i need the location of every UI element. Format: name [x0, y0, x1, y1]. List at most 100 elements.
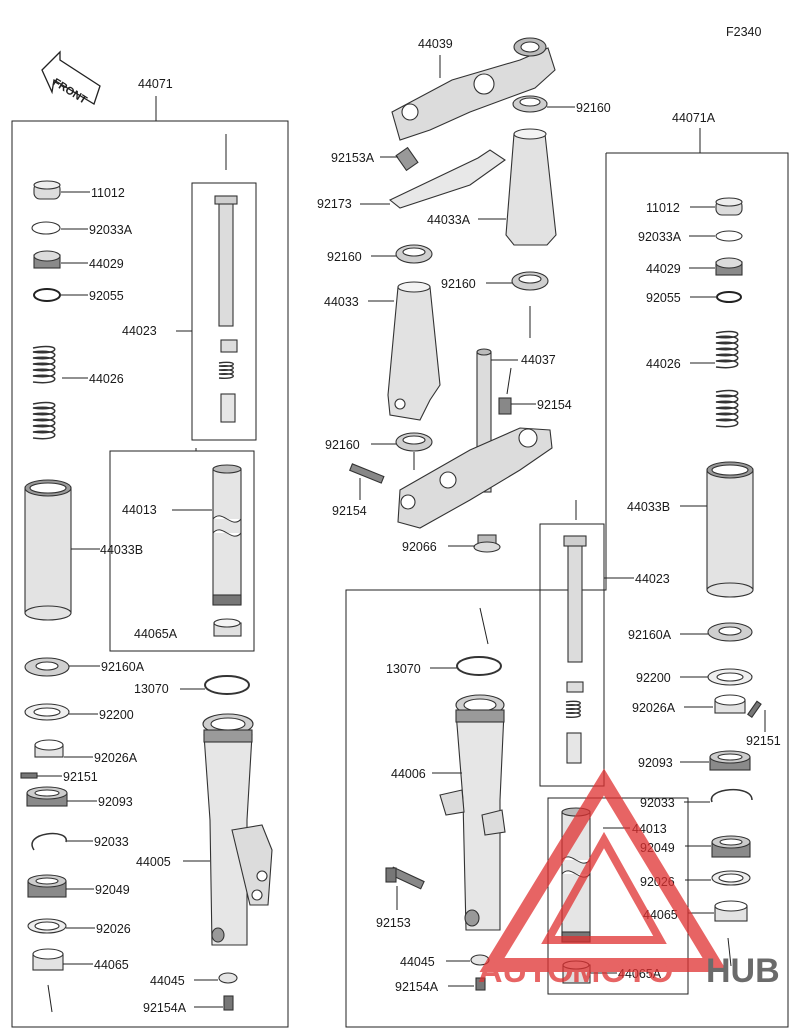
label-13070-left: 13070 [134, 682, 169, 696]
label-92160-mid: 92160 [441, 277, 476, 291]
label-44013-left: 44013 [122, 503, 157, 517]
part-44045-right: 44045 [400, 954, 490, 969]
label-92055: 92055 [89, 289, 124, 303]
label-92033A: 92033A [89, 223, 133, 237]
part-44023-rod-right [563, 535, 587, 764]
label-92160-low: 92160 [325, 438, 360, 452]
right-fork-assembly: 44071A 11012 92033A 44029 92055 [345, 111, 789, 1028]
label-92151-right: 92151 [746, 734, 781, 748]
watermark-logo: AUTO MOTO HUB [478, 768, 780, 990]
part-92033-right: 92033 [640, 788, 753, 810]
label-92026A: 92026A [94, 751, 138, 765]
part-44033B-left: 44033B [24, 479, 143, 621]
part-92160-top: 92160 [512, 95, 611, 115]
label-44029-right: 44029 [646, 262, 681, 276]
label-92026: 92026 [96, 922, 131, 936]
part-92153A: 92153A [331, 146, 419, 172]
label-92049: 92049 [95, 883, 130, 897]
label-92160-top: 92160 [576, 101, 611, 115]
label-44005: 44005 [136, 855, 171, 869]
part-13070-right: 13070 [386, 656, 502, 676]
label-92160A: 92160A [101, 660, 145, 674]
label-44065: 44065 [94, 958, 129, 972]
watermark-moto: MOTO [572, 952, 673, 990]
label-92093: 92093 [98, 795, 133, 809]
part-44065-left: 44065 [32, 948, 129, 972]
part-44033-cover: 44033 [324, 281, 441, 421]
part-92026A-right: 92026A [632, 694, 746, 715]
label-44033B: 44033B [100, 543, 143, 557]
label-92200-right: 92200 [636, 671, 671, 685]
label-44033: 44033 [324, 295, 359, 309]
part-92153: 92153 [376, 866, 425, 930]
figure-code: F2340 [726, 25, 761, 39]
label-44071: 44071 [138, 77, 173, 91]
part-11012-right: 11012 [646, 197, 743, 216]
watermark-triangle-icon [479, 768, 728, 972]
part-44029-left: 44029 [33, 250, 124, 271]
part-92026-left: 92026 [27, 918, 131, 936]
label-92033-right: 92033 [640, 796, 675, 810]
label-44037: 44037 [521, 353, 556, 367]
label-44006: 44006 [391, 767, 426, 781]
part-44033A-cover: 44033A [427, 128, 557, 246]
label-44039: 44039 [418, 37, 453, 51]
label-92173: 92173 [317, 197, 352, 211]
part-92200-left: 92200 [24, 703, 134, 722]
label-44026-right: 44026 [646, 357, 681, 371]
part-92033A-left: 92033A [31, 221, 133, 237]
part-44033B-right: 44033B [627, 461, 754, 598]
label-92033: 92033 [94, 835, 129, 849]
part-44026-left: 44026 [32, 345, 124, 440]
label-92154-left: 92154 [332, 504, 367, 518]
steering-assembly: 44039 92160 92153A 92173 [317, 37, 611, 554]
part-92160-low: 92160 [325, 432, 433, 470]
part-92154A-left: 92154A [143, 995, 234, 1015]
part-92160A-right: 92160A [628, 622, 753, 642]
label-92154A-right: 92154A [395, 980, 439, 994]
label-92066: 92066 [402, 540, 437, 554]
part-92151-right: 92151 [746, 700, 781, 748]
label-92055-right: 92055 [646, 291, 681, 305]
left-fork-assembly: 44071 11012 92033A 44029 92055 [11, 77, 289, 1028]
label-92160A-right: 92160A [628, 628, 672, 642]
front-arrow-icon: FRONT [41, 50, 101, 107]
part-44005-outer-tube: 44005 [136, 713, 273, 946]
watermark-auto: AUTO [478, 952, 574, 990]
label-44023-left: 44023 [122, 324, 157, 338]
part-92033A-right: 92033A [638, 230, 743, 244]
part-92055-left: 92055 [33, 288, 124, 303]
label-92033A-right: 92033A [638, 230, 682, 244]
part-92154-right: 92154 [498, 397, 572, 415]
label-92151: 92151 [63, 770, 98, 784]
label-11012: 11012 [91, 186, 125, 200]
part-92173: 92173 [317, 149, 506, 211]
label-44071A: 44071A [672, 111, 716, 125]
label-44023-right: 44023 [635, 572, 670, 586]
label-92153A: 92153A [331, 151, 375, 165]
part-92093-right: 92093 [638, 750, 751, 771]
left-assembly-box [11, 120, 289, 1028]
part-92160-mid: 92160 [441, 271, 549, 291]
part-92055-right: 92055 [646, 291, 742, 305]
part-44065A-left: 44065A [134, 618, 242, 641]
label-44033A: 44033A [427, 213, 471, 227]
part-92154A-right: 92154A [395, 977, 486, 994]
part-44023-rod-left [214, 195, 238, 423]
label-92093-right: 92093 [638, 756, 673, 770]
label-44033B-right: 44033B [627, 500, 670, 514]
part-11012: 11012 [33, 180, 125, 200]
label-13070-right: 13070 [386, 662, 421, 676]
label-44045: 44045 [150, 974, 185, 988]
part-92200-right: 92200 [636, 668, 753, 686]
part-92093-left: 92093 [26, 786, 133, 809]
part-lower-bracket [397, 427, 553, 529]
part-92160-left-center: 92160 [327, 244, 433, 264]
part-44013-left [212, 464, 242, 606]
label-44045-right: 44045 [400, 955, 435, 969]
label-92026A-right: 92026A [632, 701, 676, 715]
part-92066: 92066 [402, 534, 501, 554]
label-11012-right: 11012 [646, 201, 680, 215]
